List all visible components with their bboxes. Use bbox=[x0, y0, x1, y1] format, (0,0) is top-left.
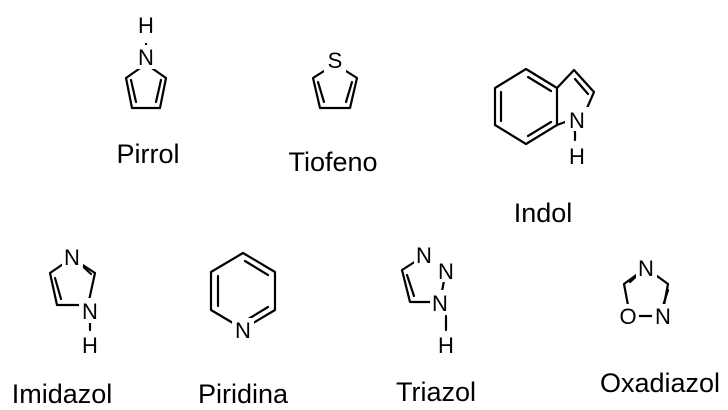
triazol-atom-n2: N bbox=[438, 259, 454, 284]
indol-label: Indol bbox=[514, 198, 573, 228]
piridina-label: Piridina bbox=[198, 379, 289, 409]
pirrol-structure: H N Pirrol bbox=[116, 13, 179, 169]
oxadiazol-atom-o: O bbox=[619, 304, 636, 329]
tiofeno-structure: S Tiofeno bbox=[288, 46, 378, 177]
oxadiazol-structure: N O N Oxadiazol bbox=[600, 256, 720, 398]
imidazol-atom-n-top: N bbox=[64, 245, 80, 270]
triazol-label: Triazol bbox=[396, 377, 476, 407]
tiofeno-label: Tiofeno bbox=[288, 147, 377, 177]
piridina-atom-n: N bbox=[235, 318, 251, 343]
indol-atom-h: H bbox=[569, 144, 585, 169]
piridina-structure: N Piridina bbox=[198, 251, 289, 409]
oxadiazol-label: Oxadiazol bbox=[600, 368, 720, 398]
oxadiazol-atom-n-bottom: N bbox=[655, 304, 671, 329]
pirrol-label: Pirrol bbox=[116, 139, 179, 169]
imidazol-label: Imidazol bbox=[12, 379, 113, 409]
indol-structure: N H Indol bbox=[493, 67, 596, 228]
imidazol-atom-h: H bbox=[82, 333, 98, 358]
pirrol-atom-h: H bbox=[138, 13, 154, 38]
triazol-structure: N N N H Triazol bbox=[396, 242, 476, 407]
imidazol-atom-n-bottom: N bbox=[82, 299, 98, 324]
tiofeno-atom-s: S bbox=[328, 48, 343, 73]
pirrol-atom-n: N bbox=[138, 45, 154, 70]
triazol-atom-h: H bbox=[438, 333, 454, 358]
triazol-atom-n3: N bbox=[432, 291, 448, 316]
indol-atom-n: N bbox=[569, 108, 585, 133]
oxadiazol-atom-n-top: N bbox=[638, 256, 654, 281]
triazol-atom-n1: N bbox=[416, 243, 432, 268]
imidazol-structure: N N H Imidazol bbox=[12, 244, 113, 409]
